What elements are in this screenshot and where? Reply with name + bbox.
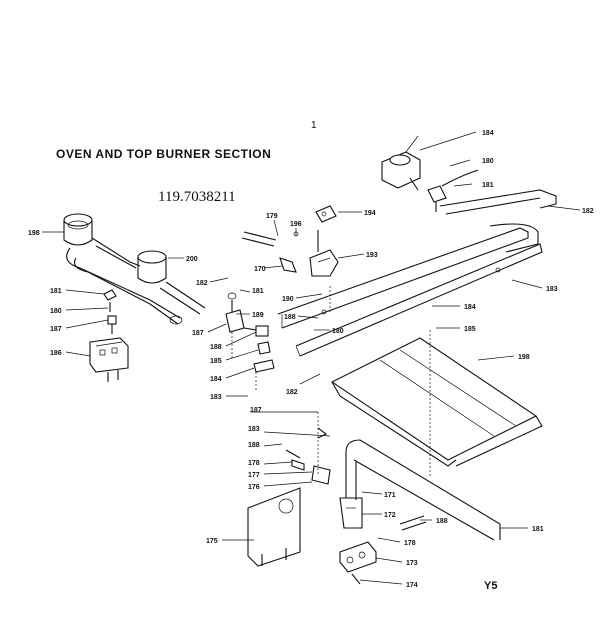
callout-label: 184	[464, 304, 476, 311]
callout-label: 172	[384, 512, 396, 519]
burner-bracket	[89, 337, 129, 382]
callout-label: 198	[28, 230, 40, 237]
thermostat-parts	[241, 205, 339, 277]
gas-valve-center	[225, 292, 275, 373]
callout-label: 183	[248, 426, 260, 433]
callout-label: 175	[206, 538, 218, 545]
callout-label: 190	[282, 296, 294, 303]
callout-label: 174	[406, 582, 418, 589]
pressure-regulator	[381, 151, 479, 212]
callout-label: 171	[384, 492, 396, 499]
callout-label: 181	[50, 288, 62, 295]
callout-label: 173	[406, 560, 418, 567]
callout-label: 196	[290, 221, 302, 228]
page-number: Y5	[484, 580, 498, 592]
manifold-pipe	[277, 189, 557, 357]
callout-label: 194	[364, 210, 376, 217]
callout-label: 187	[192, 330, 204, 337]
callout-label: 170	[254, 266, 266, 273]
callout-label: 180	[50, 308, 62, 315]
callout-label: 185	[210, 358, 222, 365]
callout-label: 181	[482, 182, 494, 189]
callout-label: 189	[252, 312, 264, 319]
callout-label: 186	[50, 350, 62, 357]
igniter-parts	[285, 427, 331, 485]
callout-label: 183	[546, 286, 558, 293]
callout-label: 183	[210, 394, 222, 401]
callout-label: 193	[366, 252, 378, 259]
callout-label: 176	[248, 484, 260, 491]
model-number: 119.7038211	[158, 189, 236, 205]
callout-label: 188	[436, 518, 448, 525]
assembly-lines	[231, 286, 431, 478]
callout-label: 180	[332, 328, 344, 335]
callout-label: 187	[50, 326, 62, 333]
callout-label: 178	[404, 540, 416, 547]
section-title: OVEN AND TOP BURNER SECTION	[56, 147, 272, 161]
callout-label: 188	[210, 344, 222, 351]
small-parts-left	[103, 289, 117, 334]
callout-label: 181	[252, 288, 264, 295]
oven-valve-bracket	[247, 487, 301, 567]
callout-label: 188	[284, 314, 296, 321]
callout-label: 188	[248, 442, 260, 449]
burner-baffle	[330, 337, 543, 467]
callout-label: 180	[482, 158, 494, 165]
callout-label: 184	[210, 376, 222, 383]
callout-label: 181	[532, 526, 544, 533]
callout-label: 182	[196, 280, 208, 287]
callout-label: 184	[482, 130, 494, 137]
callout-label: 182	[286, 389, 298, 396]
callout-label: 200	[186, 256, 198, 263]
callouts: 198 200 181 180 187 186 179 196 170 182 …	[28, 130, 594, 589]
top-burner-assembly	[63, 213, 206, 325]
callout-label: 185	[464, 326, 476, 333]
safety-valve	[339, 541, 377, 585]
callout-label: 182	[582, 208, 594, 215]
callout-label: 178	[248, 460, 260, 467]
callout-label: 177	[248, 472, 260, 479]
callout-label: 187	[250, 407, 262, 414]
page-mark: 1	[311, 120, 317, 131]
callout-label: 198	[518, 354, 530, 361]
callout-label: 179	[266, 213, 278, 220]
oven-burner-tube	[339, 439, 501, 541]
